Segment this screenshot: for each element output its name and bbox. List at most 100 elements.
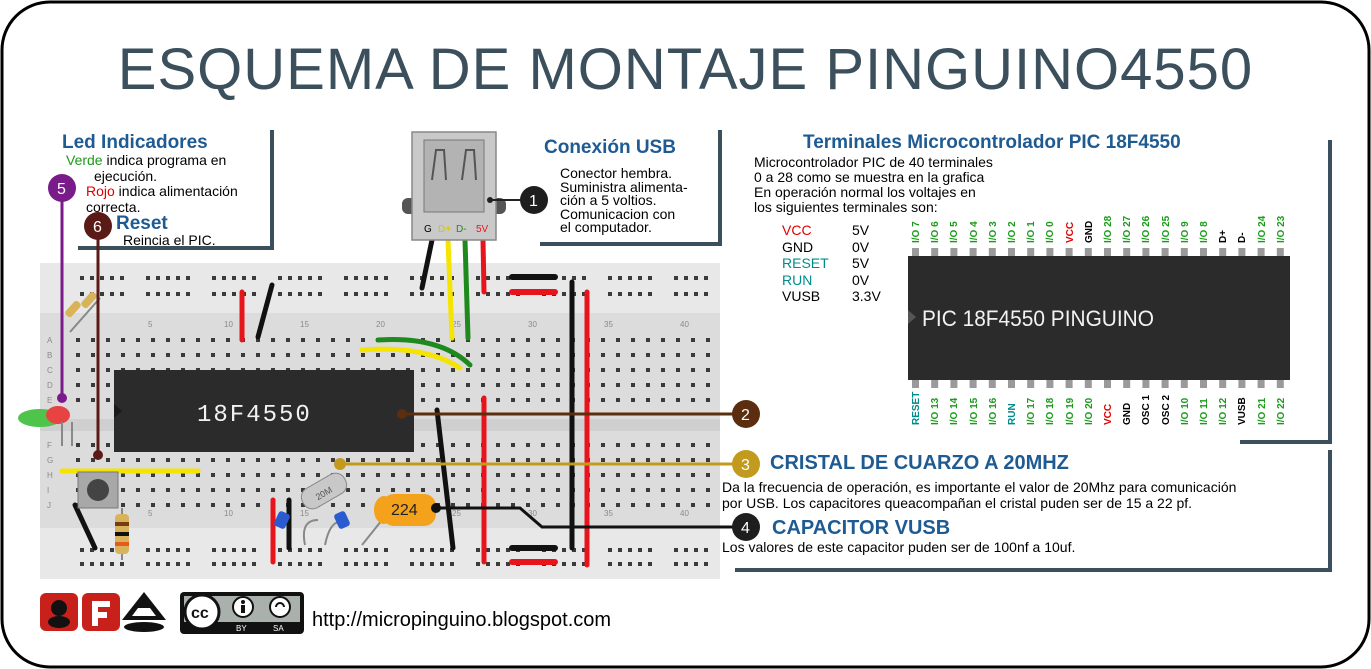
terminals-line: Microcontrolador PIC de 40 terminales — [754, 154, 993, 170]
red-rest-2: correcta. — [86, 198, 141, 215]
pic-pin-leg — [1257, 248, 1265, 256]
wire-black-mid — [434, 407, 456, 551]
wire-usb-g — [419, 237, 435, 291]
wire-usb-5v — [480, 237, 487, 295]
svg-text:4: 4 — [741, 520, 750, 537]
pic-pin-leg — [950, 248, 958, 256]
green-word: Verde — [66, 152, 103, 168]
breadboard-chip-label: 18F4550 — [197, 402, 312, 429]
column-number: 25 — [452, 509, 461, 518]
svg-text:1: 1 — [529, 193, 538, 210]
pic-pin-leg — [1123, 380, 1131, 388]
crystal-line: Da la frecuencia de operación, es import… — [722, 479, 1237, 495]
marker-2 — [732, 400, 760, 428]
pic-pin-leg — [1219, 380, 1227, 388]
pic-pin-leg — [1008, 248, 1015, 256]
column-number: 35 — [604, 320, 613, 329]
pic-pin-leg — [1027, 248, 1035, 256]
crystal-description: Da la frecuencia de operación, es import… — [722, 479, 1236, 511]
pic-pin-leg — [1180, 380, 1188, 388]
pic-bottom-pin-label: I/O 19 — [1064, 397, 1076, 425]
page-title: ESQUEMA DE MONTAJE PINGUINO4550 — [117, 37, 1254, 102]
usb-pin-5v: 5V — [476, 224, 489, 235]
breadboard-chip: 18F4550 — [114, 370, 414, 452]
pic-pin-leg — [1046, 248, 1054, 256]
pic-top-pin-label: I/O 24 — [1256, 215, 1268, 243]
pic-pin-leg — [1084, 380, 1092, 388]
pic-bottom-pin-label: I/O 22 — [1275, 397, 1287, 425]
terminals-heading: Terminales Microcontrolador PIC 18F4550 — [803, 132, 1181, 153]
pic-pin-leg — [912, 380, 919, 388]
crystal-component: 20M — [274, 472, 350, 546]
pic-pin-leg — [1065, 248, 1073, 256]
pic-pin-leg — [1180, 248, 1188, 256]
pic-top-pin-label: I/O 28 — [1103, 215, 1114, 243]
marker-3 — [732, 450, 760, 478]
crystal-line: por USB. Los capacitores queacompañan el… — [722, 495, 1193, 511]
svg-text:cc: cc — [191, 605, 209, 622]
green-rest: indica programa en — [102, 152, 227, 168]
wire-usb-dplus — [445, 237, 455, 341]
row-letter: F — [47, 441, 52, 450]
pic-pin-leg — [912, 248, 919, 256]
voltage-value: 0V — [852, 238, 870, 255]
pic-pin-leg — [1142, 380, 1150, 388]
pic-pin-leg — [1104, 380, 1111, 388]
green-rest-2: ejecución. — [94, 167, 158, 184]
terminals-line: En operación normal los voltajes en — [754, 184, 976, 200]
pic-bottom-pin-label: I/O 11 — [1199, 398, 1210, 425]
voltage-value: 0V — [852, 271, 870, 288]
terminals-box-bracket — [1240, 140, 1332, 444]
lower-box-bracket — [735, 450, 1332, 572]
pic-top-pin-label: I/O 4 — [968, 221, 980, 243]
pic-top-pin-label: I/O 25 — [1160, 215, 1172, 243]
pic-bottom-pin-label: RESET — [911, 391, 922, 425]
pic-bottom-pin-label: I/O 12 — [1218, 397, 1230, 425]
column-number: 5 — [148, 509, 153, 518]
pic-pin-leg — [1238, 248, 1246, 256]
wires — [59, 237, 590, 568]
pic-top-pin-label: I/O 7 — [911, 221, 922, 243]
led-heading: Led Indicadores — [62, 132, 208, 153]
marker-1 — [520, 186, 548, 214]
blog-url-link[interactable]: http://micropinguino.blogspot.com — [312, 609, 612, 631]
pic-pin-leg — [1219, 248, 1227, 256]
usb-line: el computador. — [560, 219, 652, 235]
voltage-name: VCC — [782, 222, 812, 238]
marker-4 — [732, 513, 760, 541]
pic-chip-label: PIC 18F4550 PINGUINO — [922, 306, 1154, 331]
pic-bottom-pin-label: I/O 13 — [930, 397, 942, 425]
svg-text:2: 2 — [741, 407, 750, 424]
capacitor-heading: CAPACITOR VUSB — [772, 517, 951, 539]
pic-pin-leg — [969, 248, 977, 256]
row-letter: E — [47, 396, 52, 405]
pic-pin-leg — [988, 380, 996, 388]
pic-pin-leg — [1027, 380, 1035, 388]
pic-bottom-pin-label: I/O 10 — [1179, 397, 1191, 425]
row-letter: H — [47, 471, 53, 480]
terminals-line: 0 a 28 como se muestra en la grafica — [754, 169, 985, 185]
pic-pin-leg — [1084, 248, 1092, 256]
voltage-name: RUN — [782, 271, 813, 288]
usb-line: Suministra alimenta- — [560, 178, 688, 195]
usb-description: Conector hembra. Suministra alimenta- ci… — [560, 166, 688, 235]
pic-pin-leg — [1065, 380, 1073, 388]
pic-bottom-pin-label: VUSB — [1237, 397, 1249, 425]
pic-pin-leg — [931, 380, 939, 388]
usb-box-bracket — [540, 130, 722, 246]
vusb-capacitor-component: 224 — [361, 494, 436, 546]
column-number: 35 — [604, 509, 613, 518]
pic-pin-leg — [1008, 380, 1015, 388]
pic-top-pin-label: I/O 5 — [949, 221, 961, 243]
reset-text: Reincia el PIC. — [123, 232, 216, 248]
red-word: Rojo — [86, 183, 115, 199]
resistor-bottom — [115, 508, 129, 560]
resistors-top — [65, 291, 101, 333]
pic-pin-leg — [1238, 380, 1246, 388]
voltage-value: 5V — [852, 222, 870, 238]
pic-top-pin-label: VCC — [1064, 221, 1076, 243]
led-component — [18, 406, 73, 446]
pic-pin-leg — [1161, 248, 1169, 256]
